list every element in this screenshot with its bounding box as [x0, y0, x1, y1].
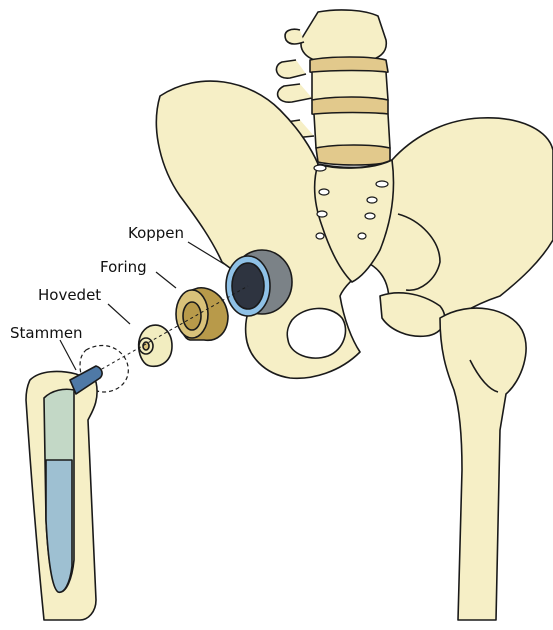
label-liner: Foring	[100, 258, 147, 276]
obturator-foramen	[287, 308, 345, 358]
label-head: Hovedet	[38, 286, 101, 304]
label-stem: Stammen	[10, 324, 83, 342]
cup-component	[226, 250, 292, 316]
liner-component	[176, 288, 228, 341]
disc-3	[316, 145, 390, 165]
vertebra-top	[301, 10, 386, 62]
right-femur	[440, 308, 526, 620]
label-cup: Koppen	[128, 224, 184, 242]
stem-component	[26, 366, 102, 620]
